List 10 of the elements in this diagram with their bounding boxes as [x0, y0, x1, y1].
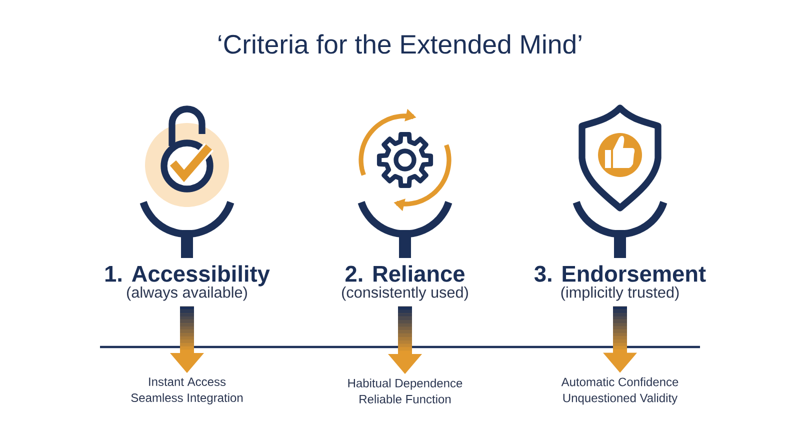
title: ‘Criteria for the Extended Mind’ [218, 34, 582, 54]
block-arrow [603, 306, 637, 373]
outcome-text: Automatic Confidence Unquestioned Validity [561, 377, 678, 405]
outcome-text: Instant Access Seamless Integration [131, 378, 243, 404]
criterion-heading: 3. Endorsement (implicitly trusted) [534, 265, 706, 301]
outcome-text: Habitual Dependence Reliable Function [348, 378, 462, 404]
criterion-heading: 1. Accessibility (always available) [105, 265, 270, 301]
criterion-heading: 2. Reliance (consistently used) [342, 265, 468, 301]
block-arrow [170, 306, 204, 374]
block-arrow [388, 306, 422, 374]
